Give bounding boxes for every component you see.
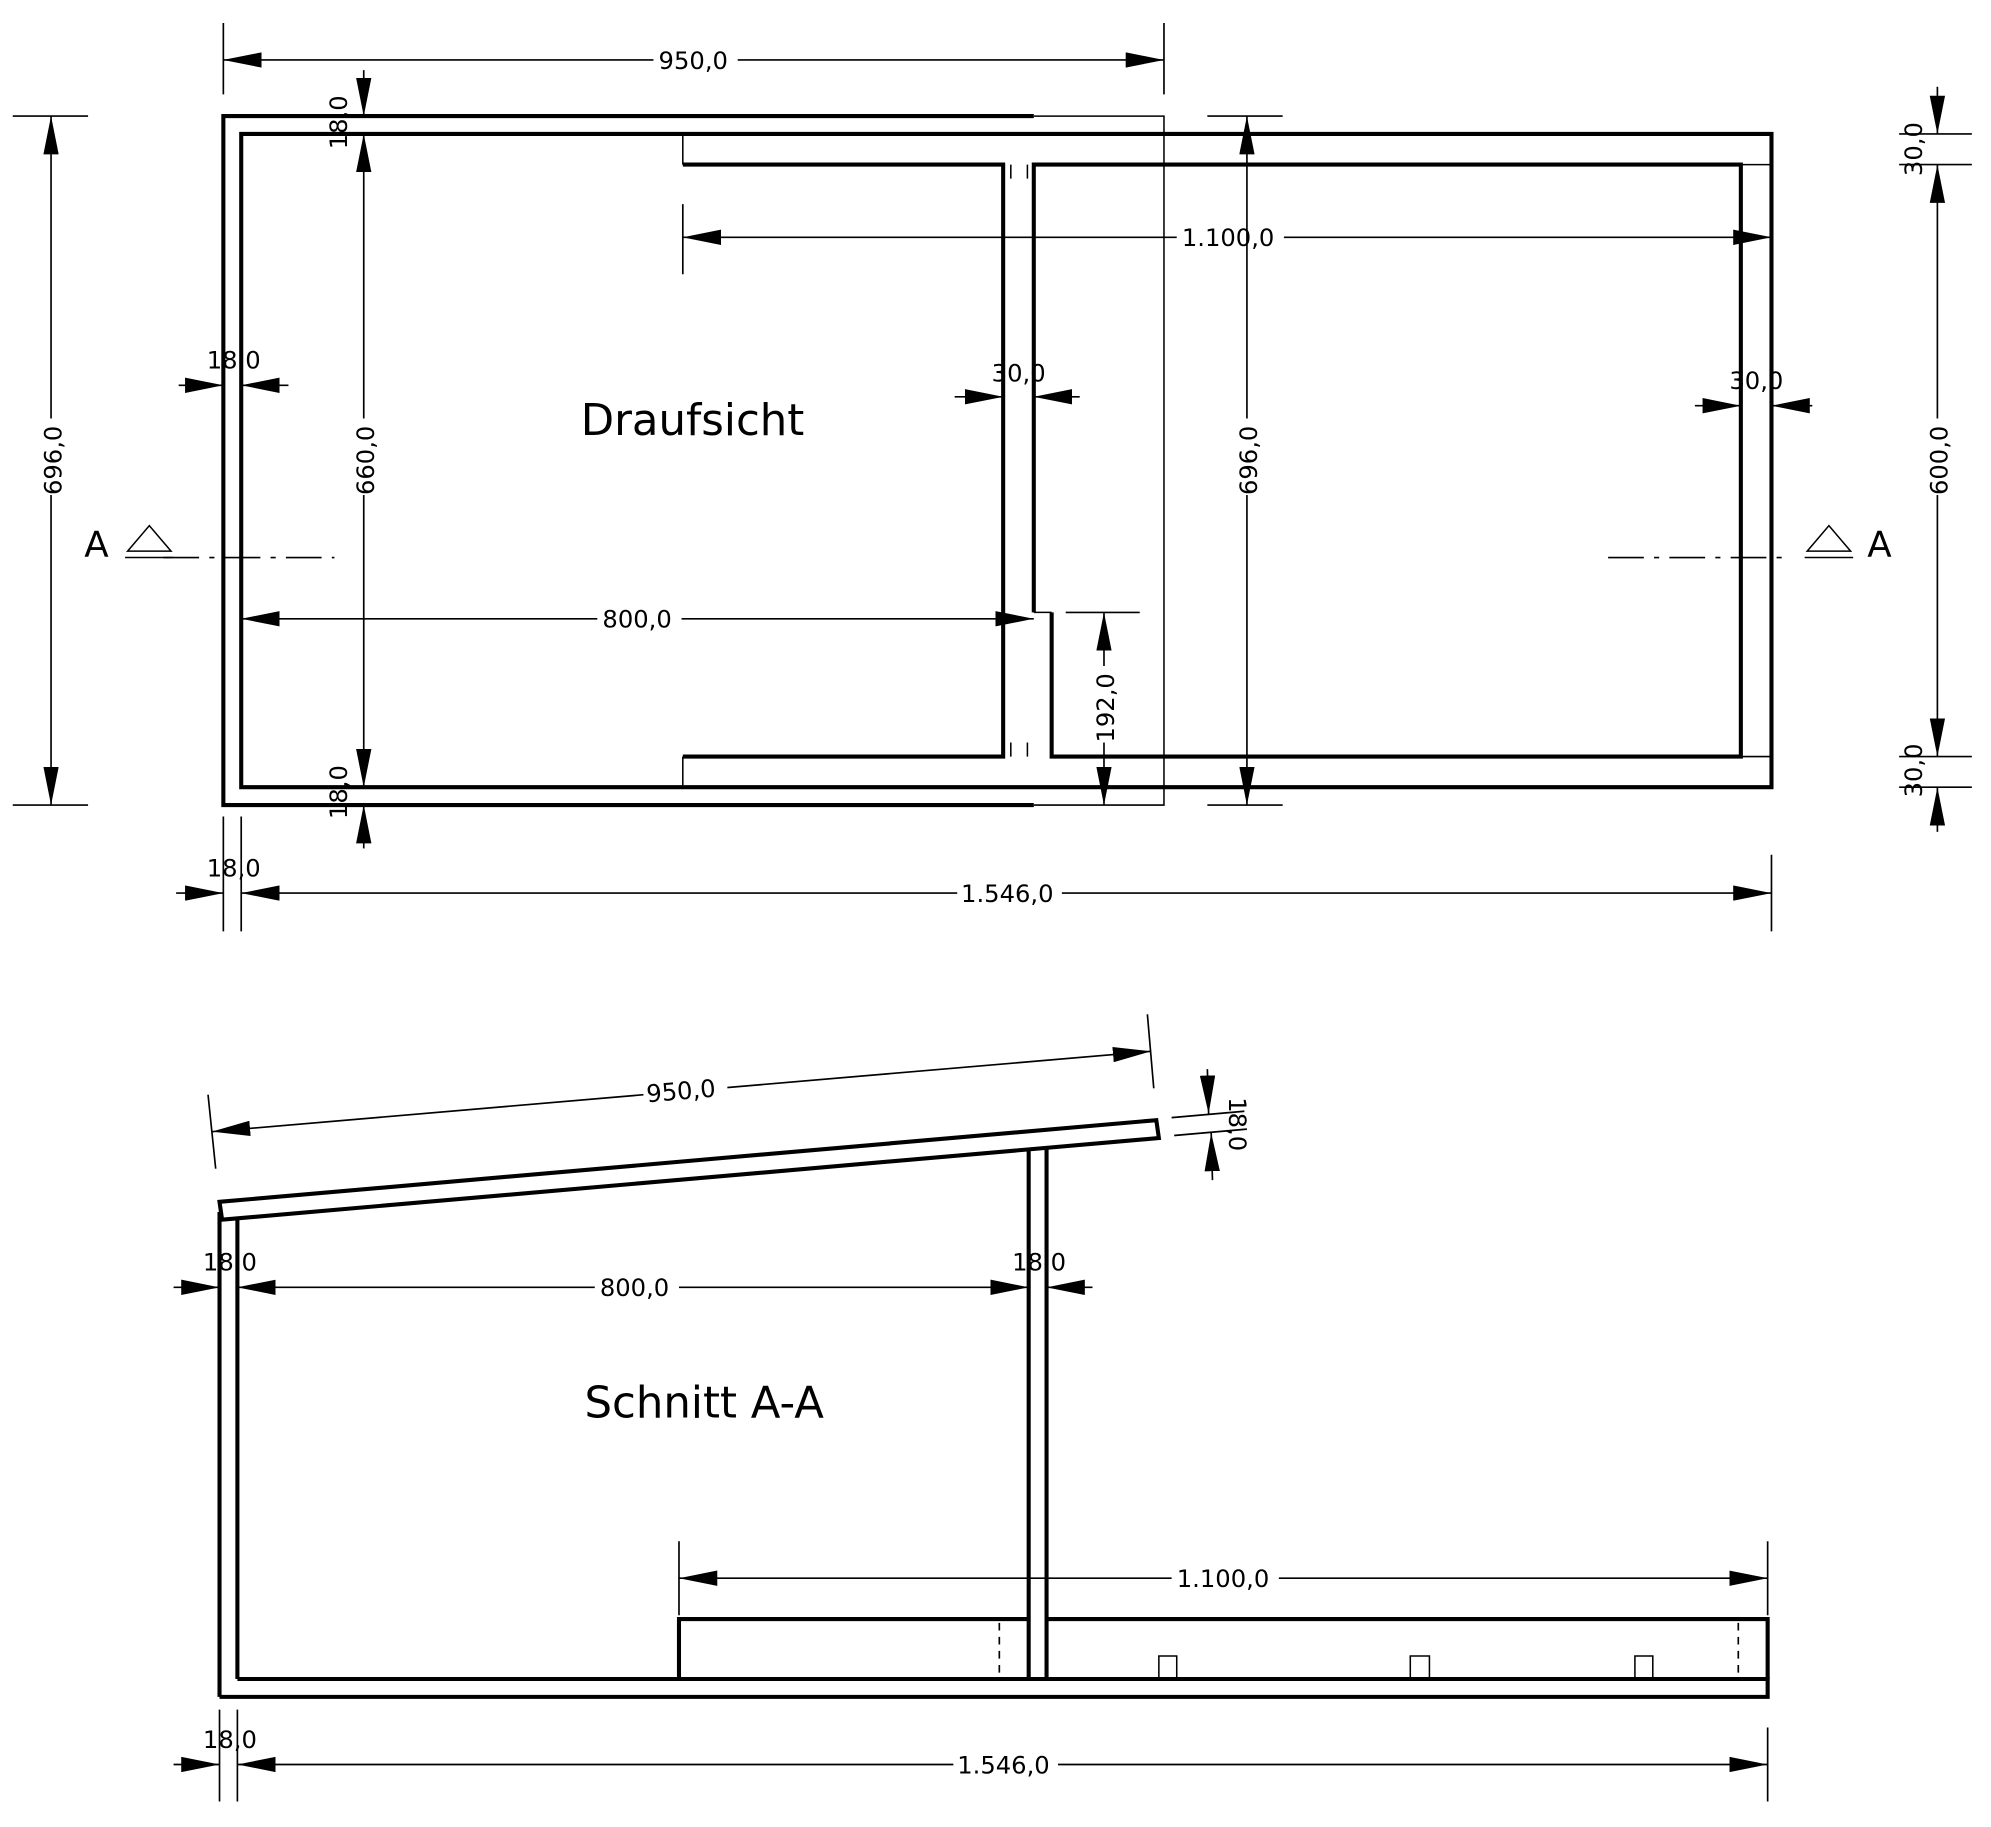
dim-left-height: 696,0 — [38, 426, 67, 495]
dim-far-middle: 600,0 — [1925, 426, 1954, 495]
section-view-title: Schnitt A-A — [585, 1378, 825, 1428]
roof-board — [217, 1117, 1162, 1222]
dim-bottom-board: 18,0 — [324, 765, 353, 819]
dim-roof-length: 950,0 — [645, 1073, 717, 1108]
dim-total-length: 1.546,0 — [957, 1750, 1050, 1779]
left-wall — [217, 1212, 240, 1697]
dim-base-wall: 18,0 — [207, 854, 261, 883]
section-view: Schnitt A-A 950,0 18,0 18,0 800,0 18,0 1… — [173, 1014, 1770, 1802]
dim-inner-height: 660,0 — [351, 426, 380, 495]
dim-post: 18,0 — [1012, 1248, 1066, 1277]
dim-base-wall: 18,0 — [203, 1725, 257, 1754]
dim-top-width: 950,0 — [659, 46, 728, 75]
dim-inner-length: 1.100,0 — [1182, 223, 1275, 252]
dim-roof-thickness: 18,0 — [1223, 1097, 1252, 1151]
dim-divider: 30,0 — [992, 358, 1046, 387]
dim-base-length: 1.100,0 — [1177, 1564, 1270, 1593]
floor — [219, 1676, 1770, 1699]
left-compartment — [682, 162, 1006, 759]
vent-hole — [1158, 1655, 1654, 1680]
top-view-title: Draufsicht — [581, 396, 805, 446]
section-marker-left-icon — [125, 524, 174, 559]
right-compartment — [1031, 162, 1743, 759]
post — [1026, 1148, 1049, 1680]
dim-door: 192,0 — [1091, 673, 1120, 742]
dim-right-wall: 30,0 — [1729, 366, 1783, 395]
dim-top-board: 18,0 — [324, 95, 353, 149]
body-outline — [239, 131, 1774, 790]
section-marker-right: A — [1867, 524, 1892, 565]
section-marker-right-icon — [1804, 524, 1854, 559]
dim-far-top: 30,0 — [1899, 122, 1928, 176]
section-marker-left: A — [84, 524, 109, 565]
dim-right-height: 696,0 — [1234, 426, 1263, 495]
dim-far-bottom: 30,0 — [1899, 743, 1928, 797]
dim-inner-width: 800,0 — [602, 605, 671, 634]
dim-left-wall: 18,0 — [207, 346, 261, 375]
dim-inner-width: 800,0 — [600, 1273, 669, 1302]
roof-outline — [221, 114, 1034, 808]
top-view: A A Draufsicht 950,0 1.100,0 696,0 696,0… — [12, 22, 1972, 932]
base-box — [676, 1616, 1770, 1680]
dim-left-wall: 18,0 — [203, 1248, 257, 1277]
dim-total-length: 1.546,0 — [961, 879, 1054, 908]
